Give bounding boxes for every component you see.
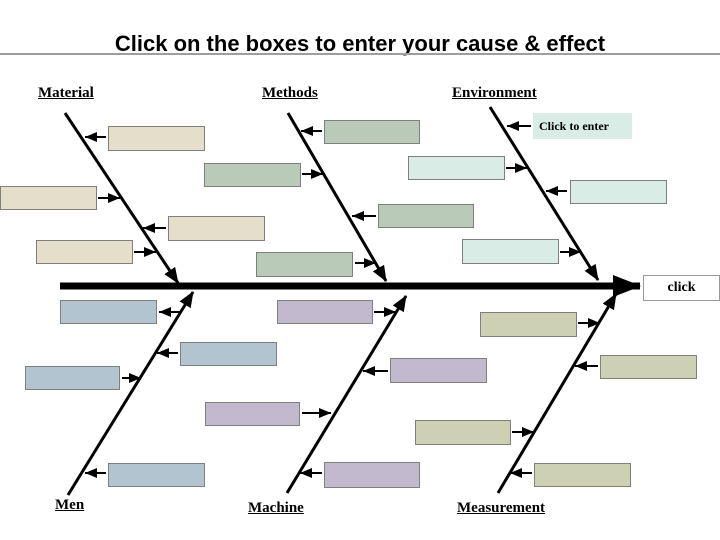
cause-box-machine[interactable] [277, 300, 373, 324]
cause-box-environment[interactable] [570, 180, 667, 204]
cause-box-men[interactable] [180, 342, 277, 366]
cause-box-environment[interactable] [462, 239, 559, 264]
cause-box-measurement[interactable] [415, 420, 511, 445]
cause-box-machine[interactable] [205, 402, 300, 426]
cause-box-methods[interactable] [256, 252, 353, 277]
effect-box[interactable]: click [643, 275, 720, 301]
cause-box-measurement[interactable] [534, 463, 631, 487]
page-title: Click on the boxes to enter your cause &… [114, 31, 606, 56]
cause-box-measurement[interactable] [600, 355, 697, 379]
cause-box-material[interactable] [108, 126, 205, 151]
branch-label-methods: Methods [262, 85, 318, 101]
cause-box-men[interactable] [108, 463, 205, 487]
cause-box-men[interactable] [25, 366, 120, 390]
cause-box-material[interactable] [0, 186, 97, 210]
cause-box-methods[interactable] [324, 120, 420, 144]
title-divider [0, 53, 720, 55]
branch-label-environment: Environment [452, 85, 537, 101]
branch-label-material: Material [38, 85, 94, 101]
cause-box-material[interactable] [36, 240, 133, 264]
branch-label-measurement: Measurement [457, 500, 546, 516]
cause-box-measurement[interactable] [480, 312, 577, 337]
cause-box-methods[interactable] [204, 163, 301, 187]
click-to-enter-box[interactable]: Click to enter [533, 113, 632, 139]
branch-label-machine: Machine [248, 500, 304, 516]
cause-box-men[interactable] [60, 300, 157, 324]
cause-box-environment[interactable] [408, 156, 505, 180]
cause-box-material[interactable] [168, 216, 265, 241]
cause-box-machine[interactable] [324, 462, 420, 488]
cause-box-machine[interactable] [390, 358, 487, 383]
cause-box-methods[interactable] [378, 204, 474, 228]
branch-label-men: Men [55, 497, 85, 513]
